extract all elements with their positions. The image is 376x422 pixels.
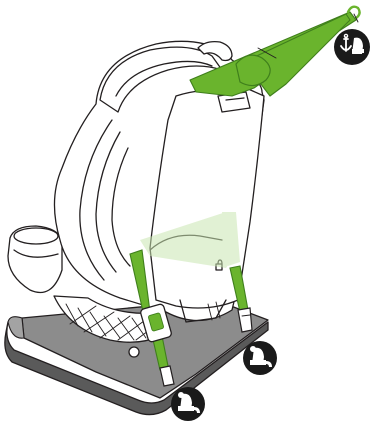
lower-anchor-icon bbox=[171, 387, 205, 421]
tether-anchor-icon bbox=[334, 29, 370, 65]
base-top-left bbox=[8, 317, 24, 339]
seat-foot-detail bbox=[129, 347, 139, 357]
lower-anchor-icon bbox=[243, 341, 277, 375]
cup-holder bbox=[14, 228, 58, 244]
tether-connector bbox=[236, 55, 270, 85]
